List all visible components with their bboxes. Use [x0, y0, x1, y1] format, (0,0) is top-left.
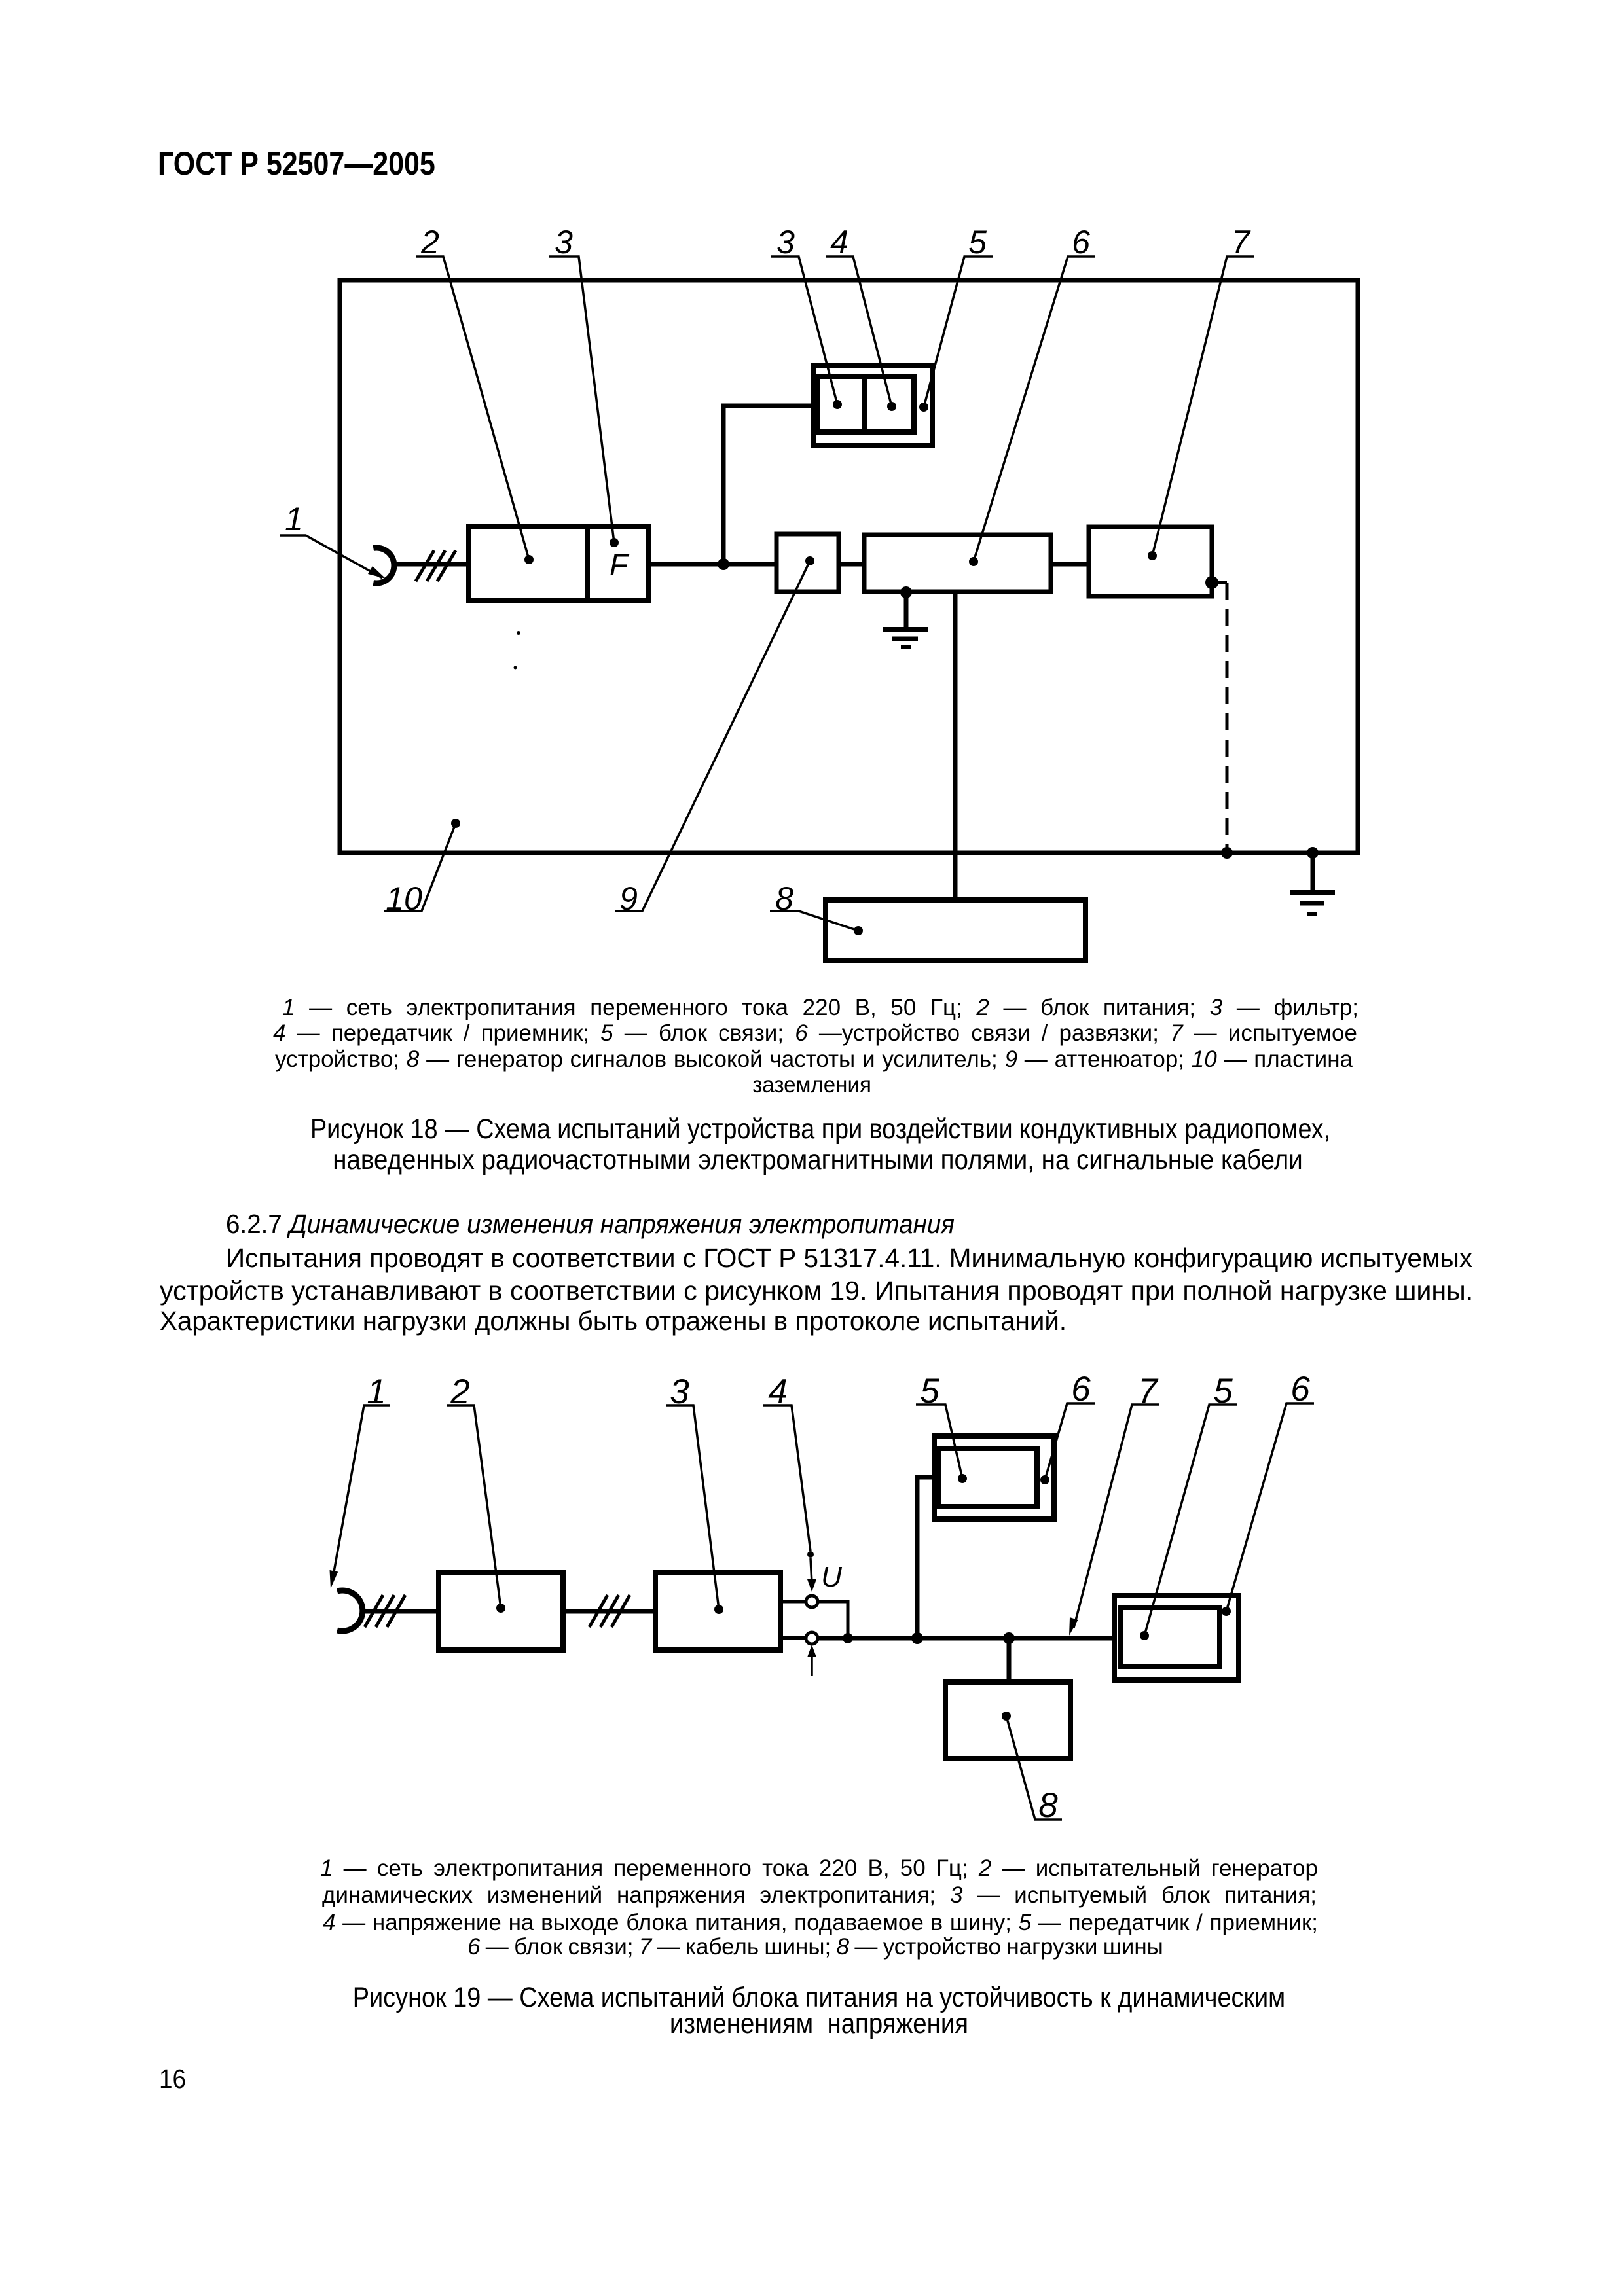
svg-text:10: 10	[386, 880, 422, 917]
svg-text:9: 9	[619, 880, 638, 917]
svg-text:3: 3	[555, 224, 573, 260]
svg-text:3: 3	[670, 1372, 689, 1411]
svg-text:8: 8	[775, 880, 793, 917]
svg-text:U: U	[821, 1561, 842, 1593]
svg-text:6: 6	[1290, 1370, 1310, 1408]
svg-text:4: 4	[768, 1372, 787, 1411]
svg-text:6: 6	[1072, 224, 1090, 260]
svg-text:1: 1	[285, 501, 303, 537]
svg-text:6: 6	[1071, 1370, 1091, 1408]
svg-text:7: 7	[1231, 224, 1251, 260]
svg-text:7: 7	[1138, 1372, 1159, 1410]
svg-text:F: F	[610, 548, 630, 582]
svg-text:5: 5	[1213, 1372, 1233, 1410]
svg-text:5: 5	[920, 1372, 939, 1410]
svg-text:2: 2	[450, 1372, 469, 1411]
svg-text:8: 8	[1038, 1786, 1058, 1825]
svg-text:2: 2	[420, 224, 439, 260]
svg-text:3: 3	[776, 224, 795, 260]
svg-text:1: 1	[367, 1372, 386, 1411]
svg-text:4: 4	[830, 224, 848, 260]
svg-text:5: 5	[968, 224, 987, 260]
